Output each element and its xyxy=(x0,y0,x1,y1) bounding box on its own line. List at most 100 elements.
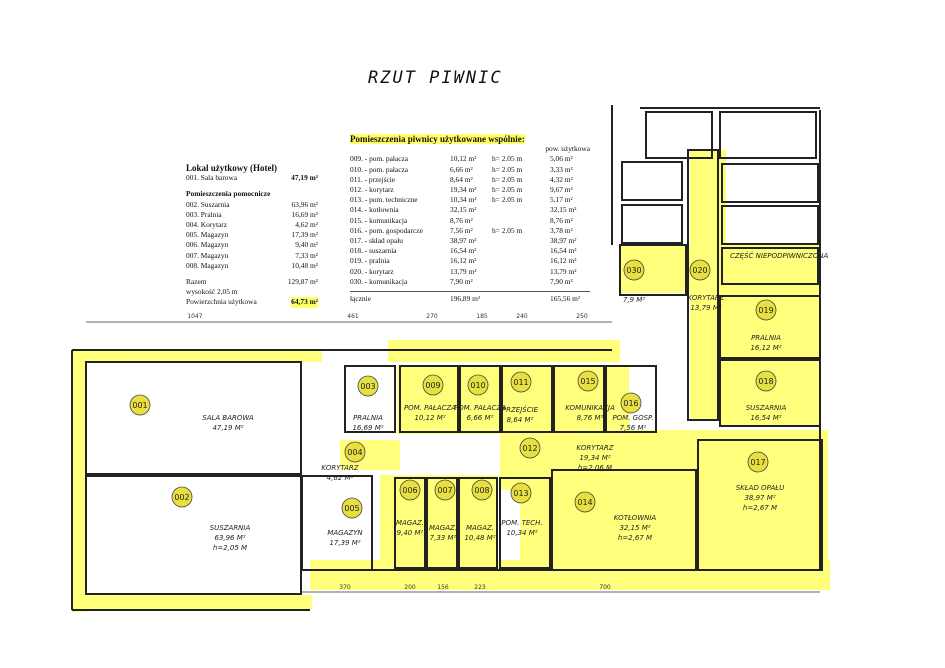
shared-row-area: 10,12 m² xyxy=(450,154,477,164)
hotel-row-label: 006. Magazyn xyxy=(186,240,229,250)
hotel-pow-label: Powierzchnia użytkowa xyxy=(186,297,257,307)
shared-col-header: pow. użytkowa xyxy=(545,144,590,154)
room-area: 19,34 M² xyxy=(579,454,610,462)
room-number-circle xyxy=(344,441,366,463)
room-name: PRALNIA xyxy=(751,334,781,342)
room-number: 007 xyxy=(437,486,452,495)
shared-row-label: 010. - pom. pałacza xyxy=(350,164,409,174)
room-number: 012 xyxy=(522,444,537,453)
drawing-title: RZUT PIWNIC xyxy=(368,68,503,88)
shared-row-area: 7,90 m² xyxy=(450,276,473,286)
shared-total-area: 196,89 m² xyxy=(450,294,481,304)
dim-label: 156 xyxy=(437,584,449,591)
room-number: 011 xyxy=(513,378,528,387)
room-number: 013 xyxy=(513,489,528,498)
room-name: SUSZARNIA xyxy=(746,404,787,412)
shared-header: Pomieszczenia piwnicy użytkowane wspólni… xyxy=(350,134,525,145)
room-number: 004 xyxy=(347,448,362,457)
shared-row-h: h= 2.05 m xyxy=(492,185,523,195)
shared-row-area: 10,34 m² xyxy=(450,195,477,205)
shared-highlight xyxy=(72,150,830,612)
room-area: 16,12 M² xyxy=(750,344,781,352)
room-number-circle xyxy=(510,371,532,393)
shared-row-use: 3,33 m² xyxy=(550,164,573,174)
room-number: 010 xyxy=(470,381,485,390)
room-number-circle xyxy=(620,392,642,414)
room-number: 019 xyxy=(758,306,773,315)
room-area: 47,19 M² xyxy=(212,424,243,432)
shared-row-area: 8,64 m² xyxy=(450,174,473,184)
shared-table: Pomieszczenia piwnicy użytkowane wspólni… xyxy=(350,134,590,304)
shared-row-label: 012. - korytarz xyxy=(350,185,394,195)
room-number: 006 xyxy=(402,486,417,495)
shared-row-use: 5,06 m² xyxy=(550,154,573,164)
room-number: 005 xyxy=(344,504,359,513)
shared-row-use: 8,76 m² xyxy=(550,215,573,225)
shared-row-h: h= 2.05 m xyxy=(492,174,523,184)
shared-row-area: 7,56 m² xyxy=(450,225,473,235)
room-number: 017 xyxy=(750,458,765,467)
dim-label: 240 xyxy=(516,313,528,320)
room-number-circle xyxy=(129,394,151,416)
shared-row-area: 13,79 m² xyxy=(450,266,477,276)
room-area: 13,79 M² xyxy=(690,304,721,312)
room-number-circle xyxy=(422,374,444,396)
hotel-row-area: 17,39 m² xyxy=(291,230,318,240)
hotel-row-label: 005. Magazyn xyxy=(186,230,229,240)
hotel-row-area: 4,62 m² xyxy=(295,220,318,230)
room-name: POM. PAŁACZA xyxy=(454,404,506,412)
hotel-row-area: 7,33 m² xyxy=(295,250,318,260)
room-area: 17,39 M² xyxy=(329,539,360,547)
hotel-row-area: 10,48 m² xyxy=(291,260,318,270)
room-area: 4,62 M² xyxy=(327,474,354,482)
dim-label: 223 xyxy=(474,584,486,591)
hotel-row-area: 16,69 m² xyxy=(291,209,318,219)
room-area: 9,40 M² xyxy=(397,529,424,537)
hotel-aux-header: Pomieszczenia pomocnicze xyxy=(186,189,271,199)
room-height: h=2,06 M xyxy=(578,464,612,472)
shared-row-area: 19,34 m² xyxy=(450,185,477,195)
room-area: 7,33 M² xyxy=(430,534,457,542)
hotel-table: Lokal użytkowy (Hotel) 001. Sala barowa … xyxy=(186,163,318,308)
shared-row-label: 015. - komunikacja xyxy=(350,215,408,225)
hotel-razem-value: 129,87 m² xyxy=(287,277,318,287)
dim-label: 370 xyxy=(339,584,351,591)
room-area: 63,96 M² xyxy=(214,534,245,542)
room-number-circle xyxy=(755,370,777,392)
dim-label: 1047 xyxy=(187,313,202,320)
room-number-circle xyxy=(171,486,193,508)
hotel-row-label: 002. Suszarnia xyxy=(186,199,230,209)
dim-label: 250 xyxy=(576,313,588,320)
hotel-razem-label: Razem xyxy=(186,277,207,287)
shared-row-use: 7,90 m² xyxy=(550,276,573,286)
room-area: 6,66 M² xyxy=(467,414,494,422)
shared-row-area: 38,97 m² xyxy=(450,236,477,246)
shared-row-use: 3,78 m² xyxy=(550,225,573,235)
room-number-circle xyxy=(471,479,493,501)
room-number: 016 xyxy=(623,399,638,408)
shared-row-label: 019. - pralnia xyxy=(350,256,390,266)
room-area: 38,97 M² xyxy=(744,494,775,502)
shared-row-use: 38,97 m² xyxy=(550,236,577,246)
room-number: 014 xyxy=(577,498,592,507)
room-area: 8,76 M² xyxy=(577,414,604,422)
